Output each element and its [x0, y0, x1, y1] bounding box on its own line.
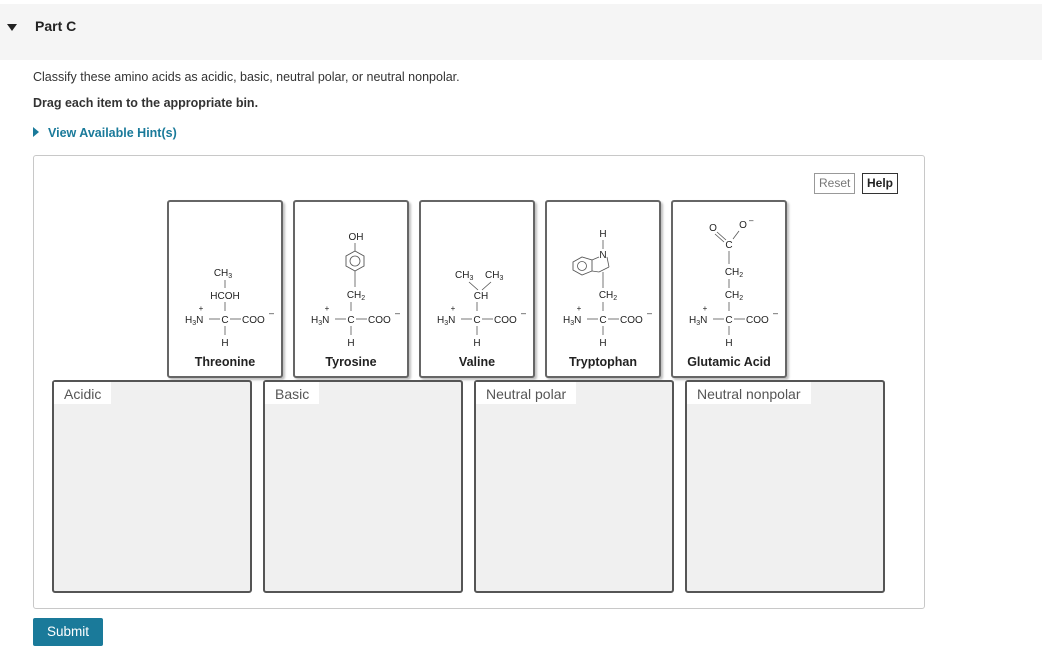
bin-neutral-nonpolar[interactable]: Neutral nonpolar	[685, 380, 885, 593]
bin-label: Basic	[265, 382, 320, 404]
svg-text:O: O	[739, 220, 747, 231]
part-header: Part C	[0, 4, 1042, 60]
tyrosine-structure-icon: OH CH2 + H3N C COO – H	[311, 232, 400, 349]
item-card-tyrosine[interactable]: OH CH2 + H3N C COO – H Tyrosine	[293, 200, 409, 378]
expand-arrow-icon	[33, 127, 39, 137]
glutamic-acid-structure-icon: O O – C CH2 CH2 + H3N C COO – H	[689, 216, 778, 349]
svg-text:C: C	[599, 315, 606, 326]
valine-structure-icon: CH3 CH3 CH + H3N C COO – H	[437, 270, 526, 349]
svg-text:–: –	[773, 308, 778, 318]
bin-acidic[interactable]: Acidic	[52, 380, 252, 593]
svg-text:–: –	[749, 216, 754, 225]
svg-text:HCOH: HCOH	[210, 291, 239, 302]
svg-text:OH: OH	[349, 232, 364, 243]
item-card-threonine[interactable]: CH3 HCOH + H3N C COO – H Threonine	[167, 200, 283, 378]
svg-text:CH3: CH3	[455, 270, 473, 282]
bin-neutral-polar[interactable]: Neutral polar	[474, 380, 674, 593]
item-label: Threonine	[194, 355, 256, 369]
help-button[interactable]: Help	[862, 173, 899, 194]
submit-button[interactable]: Submit	[33, 618, 103, 646]
svg-text:CH2: CH2	[347, 290, 365, 302]
svg-text:+: +	[325, 304, 330, 313]
svg-text:H3N: H3N	[185, 315, 203, 327]
svg-text:H3N: H3N	[311, 315, 329, 327]
svg-text:H: H	[725, 338, 732, 349]
part-title: Part C	[35, 18, 77, 34]
svg-text:COO: COO	[746, 315, 769, 326]
svg-text:H3N: H3N	[689, 315, 707, 327]
svg-text:CH2: CH2	[725, 267, 743, 279]
bin-basic[interactable]: Basic	[263, 380, 463, 593]
svg-text:CH3: CH3	[485, 270, 503, 282]
svg-text:COO: COO	[494, 315, 517, 326]
svg-text:CH2: CH2	[599, 290, 617, 302]
svg-text:–: –	[647, 308, 652, 318]
bin-label: Neutral polar	[476, 382, 577, 404]
threonine-structure-icon: CH3 HCOH + H3N C COO – H	[185, 268, 274, 349]
svg-text:C: C	[221, 315, 228, 326]
question-instruction: Classify these amino acids as acidic, ba…	[33, 70, 460, 84]
svg-text:–: –	[269, 308, 274, 318]
svg-text:+: +	[199, 304, 204, 313]
svg-text:COO: COO	[242, 315, 265, 326]
item-label: Glutamic Acid	[687, 355, 771, 369]
drag-instruction: Drag each item to the appropriate bin.	[33, 96, 259, 110]
item-label: Tryptophan	[568, 355, 638, 369]
tryptophan-structure-icon: H N CH2 + H3N C COO – H	[563, 229, 652, 349]
item-card-tryptophan[interactable]: H N CH2 + H3N C COO – H Tryptophan	[545, 200, 661, 378]
svg-text:N: N	[599, 250, 606, 261]
item-card-valine[interactable]: CH3 CH3 CH + H3N C COO – H Valine	[419, 200, 535, 378]
view-hints-link[interactable]: View Available Hint(s)	[33, 126, 177, 140]
svg-text:+: +	[577, 304, 582, 313]
svg-text:H: H	[347, 338, 354, 349]
svg-text:–: –	[521, 308, 526, 318]
svg-text:C: C	[725, 240, 732, 251]
svg-text:CH: CH	[474, 291, 488, 302]
svg-text:CH3: CH3	[214, 268, 232, 280]
svg-text:H3N: H3N	[563, 315, 581, 327]
svg-text:H: H	[599, 338, 606, 349]
svg-text:COO: COO	[368, 315, 391, 326]
svg-text:H: H	[221, 338, 228, 349]
item-card-glutamic-acid[interactable]: O O – C CH2 CH2 + H3N C COO – H Glutamic…	[671, 200, 787, 378]
collapse-triangle-icon[interactable]	[7, 24, 17, 31]
svg-text:+: +	[451, 304, 456, 313]
bin-label: Acidic	[54, 382, 112, 404]
svg-text:+: +	[703, 304, 708, 313]
item-label: Tyrosine	[325, 355, 377, 369]
svg-text:COO: COO	[620, 315, 643, 326]
svg-text:O: O	[709, 223, 717, 234]
svg-text:C: C	[473, 315, 480, 326]
reset-button[interactable]: Reset	[814, 173, 856, 194]
hint-link-label: View Available Hint(s)	[48, 126, 177, 140]
svg-text:H: H	[599, 229, 606, 240]
svg-text:–: –	[395, 308, 400, 318]
svg-text:CH2: CH2	[725, 290, 743, 302]
item-label: Valine	[458, 355, 496, 369]
svg-text:C: C	[725, 315, 732, 326]
bin-label: Neutral nonpolar	[687, 382, 811, 404]
svg-text:H: H	[473, 338, 480, 349]
svg-text:C: C	[347, 315, 354, 326]
svg-text:H3N: H3N	[437, 315, 455, 327]
